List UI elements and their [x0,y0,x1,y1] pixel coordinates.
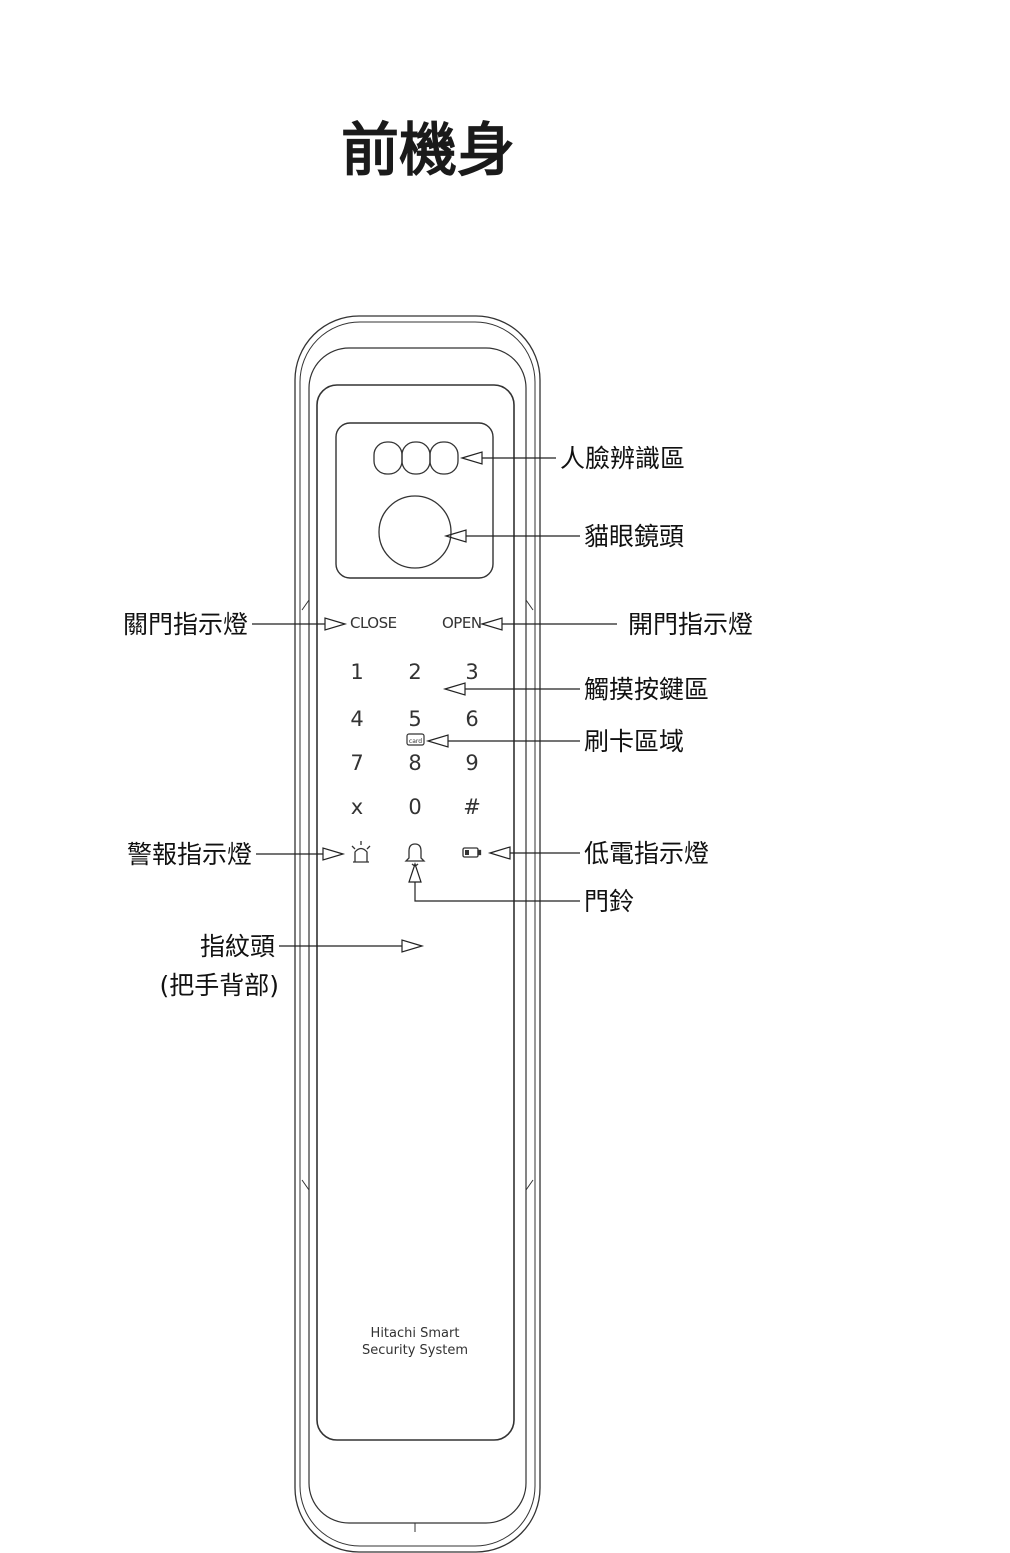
brand-line-1: Hitachi Smart [371,1326,460,1341]
label-low-battery-indicator: 低電指示燈 [584,839,709,868]
leader-doorbell [414,882,580,902]
keypad: 1 2 3 4 5 6 7 8 9 x 0 # [350,660,480,819]
battery-icon [462,847,482,858]
peephole-lens-circle [378,495,452,569]
label-face-recognition: 人臉辨識區 [560,444,685,473]
key-1: 1 [350,660,363,684]
front-panel-outline [316,384,515,1441]
key-9: 9 [465,751,478,775]
brand-line-2: Security System [362,1343,468,1358]
outer-shell-inner-outline [299,321,536,1547]
label-alarm-indicator: 警報指示燈 [127,840,252,869]
card-icon-label: card [409,738,422,745]
right-groove-marks [525,599,534,1191]
key-7: 7 [350,751,363,775]
key-x: x [351,795,363,819]
key-hash: # [463,795,481,819]
key-3: 3 [465,660,478,684]
arrow-doorbell [408,862,422,883]
alarm-icon [351,841,371,863]
key-0: 0 [408,795,421,819]
face-sensor-2 [401,441,431,475]
card-icon: card [406,733,425,746]
label-open-indicator: 開門指示燈 [628,610,753,639]
key-2: 2 [408,660,421,684]
label-card-area: 刷卡區域 [584,727,684,756]
camera-window [335,422,494,579]
callout-labels: 人臉辨識區 貓眼鏡頭 關門指示燈 開門指示燈 觸摸按鍵區 刷卡區域 警報指示燈 … [123,444,753,1000]
label-close-indicator: 關門指示燈 [123,610,248,639]
callout-lines [252,451,617,953]
arrow-card [425,734,449,748]
face-sensor-1 [373,441,403,475]
key-6: 6 [465,707,478,731]
front-frame-outline [308,347,527,1524]
label-touch-keypad: 觸摸按鍵區 [584,675,709,704]
arrow-alarm [322,847,346,861]
label-doorbell: 門鈴 [584,887,634,916]
label-peephole-lens: 貓眼鏡頭 [584,522,684,551]
arrow-close [324,617,348,631]
key-5: 5 [408,707,421,731]
arrow-fingerprint [401,939,425,953]
open-label: OPEN [442,614,482,632]
key-8: 8 [408,751,421,775]
arrow-open [479,617,503,631]
arrow-battery [487,846,511,860]
arrow-lens [443,529,467,543]
left-groove-marks [301,599,310,1191]
close-label: CLOSE [350,614,397,632]
label-fingerprint: 指紋頭 [200,932,275,961]
arrow-face [459,451,483,465]
outer-shell-outline [294,315,541,1553]
key-4: 4 [350,707,363,731]
lock-body: CLOSE OPEN 1 2 3 4 5 6 7 8 9 x 0 # card [294,315,541,1553]
face-sensor-3 [429,441,459,475]
arrow-keypad [442,682,466,696]
label-fingerprint-note: (把手背部) [159,971,279,1000]
diagram-title: 前機身 [341,116,515,184]
